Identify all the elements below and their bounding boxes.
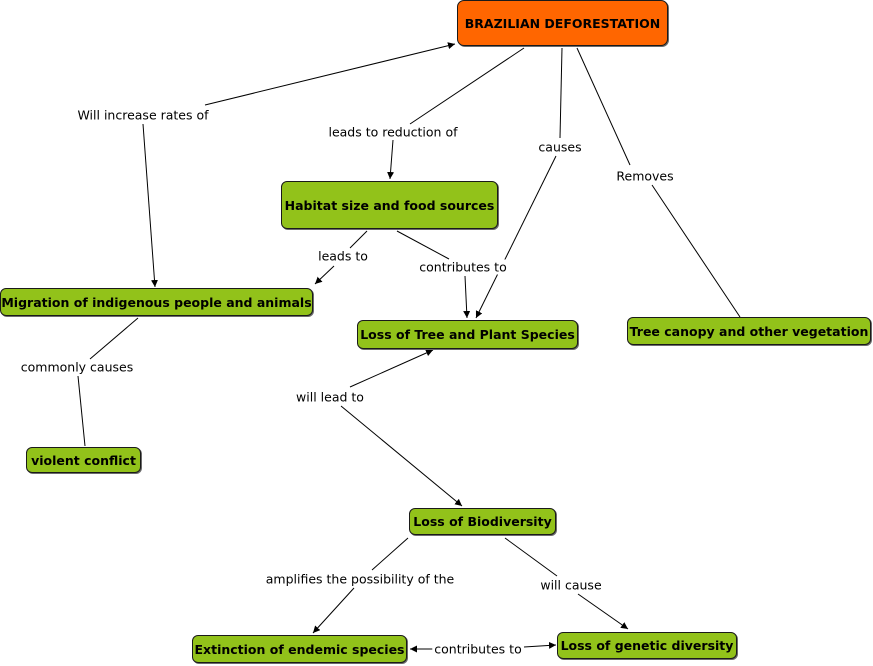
- line-root-to-leads-reduction: [409, 47, 525, 125]
- link-label-will-lead-to: will lead to: [294, 389, 366, 405]
- line-will-lead-to-loss-tree: [349, 349, 434, 388]
- node-loss-biodiversity[interactable]: Loss of Biodiversity: [409, 508, 556, 535]
- link-label-contributes-to-1: contributes to: [417, 259, 509, 275]
- link-label-will-cause: will cause: [538, 577, 604, 593]
- line-leads-to-to-migration: [314, 265, 335, 285]
- link-label-removes: Removes: [614, 168, 676, 184]
- line-will-increase-to-migration: [142, 123, 158, 288]
- line-contributes-to-genetic: [523, 641, 557, 649]
- line-commonly-to-violent: [77, 375, 86, 447]
- node-brazilian-deforestation[interactable]: BRAZILIAN DEFORESTATION: [457, 0, 668, 46]
- link-label-commonly-causes: commonly causes: [18, 359, 136, 375]
- link-label-contributes-to-2: contributes to: [432, 641, 524, 657]
- line-biodiversity-to-will-cause: [504, 537, 558, 577]
- node-loss-tree-plant[interactable]: Loss of Tree and Plant Species: [357, 320, 578, 349]
- node-migration[interactable]: Migration of indigenous people and anima…: [0, 288, 313, 316]
- node-habitat-size[interactable]: Habitat size and food sources: [281, 181, 498, 229]
- line-amplifies-to-extinction: [312, 587, 355, 634]
- node-genetic-diversity[interactable]: Loss of genetic diversity: [557, 632, 737, 659]
- line-contributes-to-loss-tree: [463, 275, 471, 319]
- link-label-will-increase: Will increase rates of: [75, 107, 211, 123]
- line-root-to-removes: [576, 47, 631, 166]
- node-tree-canopy[interactable]: Tree canopy and other vegetation: [627, 317, 871, 345]
- line-habitat-to-leads-to: [349, 230, 368, 249]
- line-habitat-to-contributes: [396, 230, 450, 260]
- line-will-increase-to-root: [204, 42, 456, 106]
- link-label-amplifies: amplifies the possibility of the: [263, 571, 457, 587]
- node-violent-conflict[interactable]: violent conflict: [26, 447, 141, 473]
- line-causes-to-loss-tree: [475, 155, 557, 319]
- link-label-leads-to: leads to: [316, 248, 370, 264]
- node-extinction[interactable]: Extinction of endemic species: [192, 635, 407, 663]
- line-will-lead-to-biodiversity: [340, 405, 463, 507]
- line-root-to-causes: [559, 47, 563, 139]
- link-label-causes: causes: [536, 139, 584, 155]
- line-leads-reduction-to-habitat: [387, 139, 395, 180]
- line-biodiversity-to-amplifies: [371, 537, 409, 571]
- line-removes-to-canopy: [651, 184, 741, 318]
- line-migration-to-commonly: [89, 317, 139, 360]
- link-label-leads-reduction: leads to reduction of: [326, 124, 460, 140]
- line-will-cause-to-genetic: [577, 593, 629, 630]
